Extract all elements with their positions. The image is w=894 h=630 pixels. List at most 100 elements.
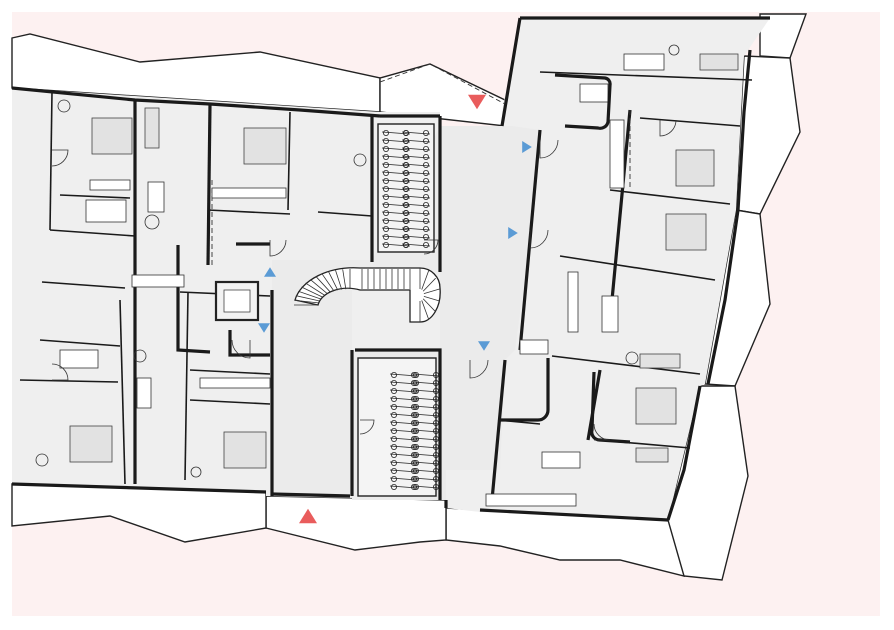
bicycle-icon <box>401 233 431 240</box>
stair-icon <box>342 269 347 290</box>
bicycle-icon <box>401 241 431 248</box>
stair-icon <box>321 273 335 292</box>
sofa <box>635 447 669 463</box>
stair-icon <box>421 300 430 320</box>
bed <box>69 425 113 463</box>
balconies <box>11 13 807 581</box>
stair-icon <box>422 277 436 292</box>
plant-icon <box>668 44 680 56</box>
stair-icon <box>301 286 323 298</box>
elevator-shaft <box>214 280 260 322</box>
plant-icon <box>57 99 71 113</box>
bicycle-icon <box>401 145 431 152</box>
plant-icon <box>35 453 49 467</box>
stair-icon <box>298 290 321 300</box>
dining-table <box>136 377 152 409</box>
stair-icon <box>423 288 440 295</box>
bicycle-icon <box>401 201 431 208</box>
dining-table <box>623 53 665 71</box>
bicycle-icon <box>401 225 431 232</box>
apartment-entrance-arrow-icon <box>522 141 532 153</box>
bicycle-icon <box>389 395 419 402</box>
bicycle-icon <box>389 443 419 450</box>
sofa <box>699 53 739 71</box>
stair-icon <box>423 295 440 302</box>
main-entrance-arrow-icon <box>299 508 317 524</box>
bed <box>91 117 133 155</box>
wardrobe <box>89 179 131 191</box>
stair-icon <box>421 270 430 290</box>
stair-icon <box>315 276 331 293</box>
plant-icon <box>190 466 202 478</box>
apartment-entrance-arrow-icon <box>264 267 276 277</box>
apartment-entrance-arrow-icon <box>508 227 518 239</box>
main-entrance-arrow-icon <box>468 94 486 110</box>
central-circulation <box>272 126 540 500</box>
bicycle-icon <box>401 209 431 216</box>
south-hall <box>272 290 352 496</box>
stair-icon <box>294 299 319 304</box>
bathtub <box>85 199 127 223</box>
bicycle-icon <box>389 419 419 426</box>
bed <box>635 387 677 425</box>
apartment-entrance-arrow-icon <box>478 341 490 351</box>
bicycle-icon <box>389 475 419 482</box>
bicycle-icon <box>401 161 431 168</box>
sofa <box>639 353 681 369</box>
kitchen-counter <box>567 271 579 333</box>
bicycle-icon <box>389 467 419 474</box>
plant-icon <box>144 214 160 230</box>
entrance-markers <box>299 94 486 524</box>
bicycle-icon <box>401 185 431 192</box>
bicycle-icon <box>401 193 431 200</box>
kitchen-counter <box>131 274 185 288</box>
apartment-entrance-markers <box>258 141 532 351</box>
bed <box>243 127 287 165</box>
wardrobe <box>211 187 287 199</box>
bicycle-racks <box>381 129 441 490</box>
wardrobe <box>609 119 625 189</box>
bicycle-icon <box>389 379 419 386</box>
plant-icon <box>625 351 639 365</box>
stair-treads <box>294 268 440 322</box>
stair-icon <box>310 279 328 294</box>
dining-table <box>601 295 619 333</box>
bike-storage-south <box>357 357 437 497</box>
dining-table <box>541 451 581 469</box>
sofa <box>144 107 160 149</box>
bicycle-icon <box>389 371 419 378</box>
plant-icon <box>133 349 147 363</box>
plants <box>35 44 680 478</box>
bicycle-icon <box>389 411 419 418</box>
bicycle-icon <box>389 427 419 434</box>
bathtub <box>579 83 609 103</box>
dining-table <box>147 181 165 213</box>
bicycle-icon <box>389 435 419 442</box>
bed <box>665 213 707 251</box>
bicycle-icon <box>389 483 419 490</box>
south-east-balcony <box>445 507 686 577</box>
bicycle-icon <box>389 403 419 410</box>
kitchen-counter <box>485 493 577 507</box>
doors <box>51 119 677 441</box>
bathtub <box>59 349 99 369</box>
bathtub <box>519 339 549 355</box>
bed <box>223 431 267 469</box>
bicycle-icon <box>401 177 431 184</box>
apartment-entrance-arrow-icon <box>258 323 270 333</box>
bicycle-icon <box>401 169 431 176</box>
plant-icon <box>353 153 367 167</box>
bed <box>675 149 715 187</box>
bicycle-icon <box>389 459 419 466</box>
stair-icon <box>305 282 325 296</box>
bicycle-icon <box>401 129 431 136</box>
bicycle-icon <box>401 137 431 144</box>
furniture <box>59 53 739 507</box>
stair-icon <box>295 295 320 302</box>
bicycle-icon <box>401 153 431 160</box>
overhead-lines <box>211 63 631 265</box>
bicycle-icon <box>389 387 419 394</box>
bicycle-icon <box>389 451 419 458</box>
